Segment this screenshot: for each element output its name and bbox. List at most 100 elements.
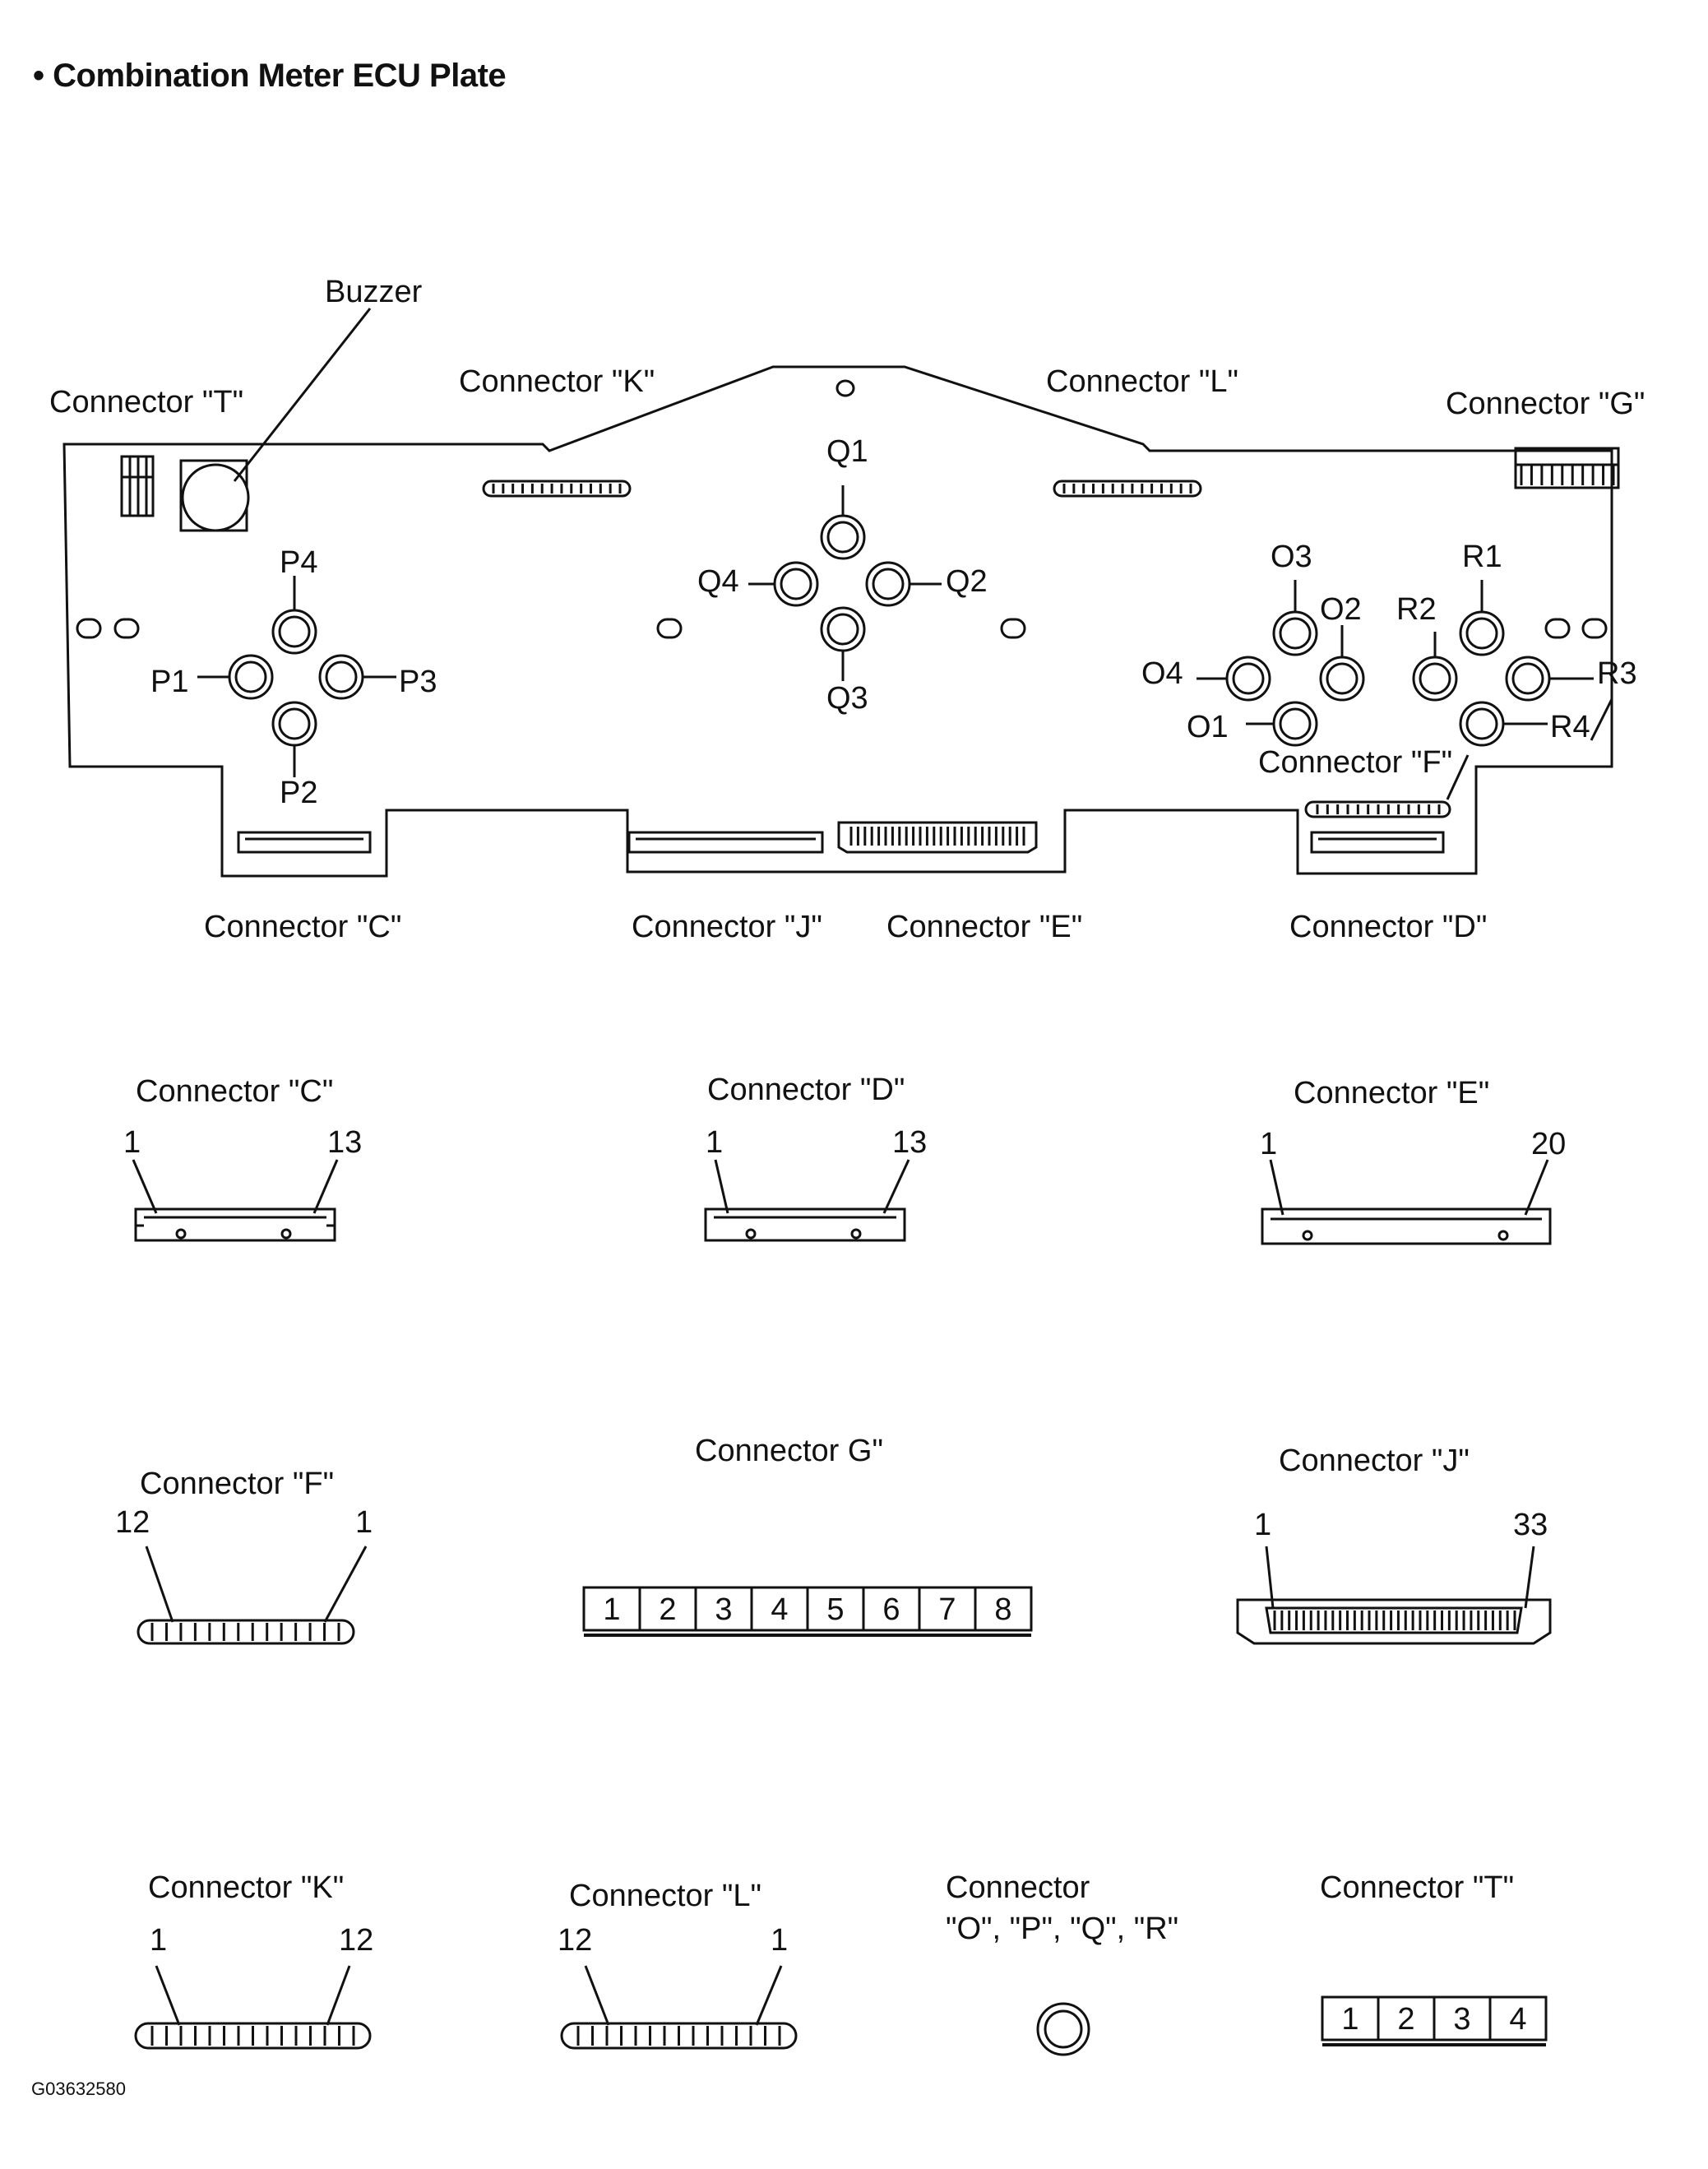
terminal-o2-inner — [1326, 662, 1359, 695]
detail-l-pin-right: 1 — [771, 1923, 789, 1958]
detail-j-pin-left: 1 — [1254, 1508, 1272, 1542]
detail-c-pin-right: 13 — [327, 1125, 363, 1160]
detail-d-pin13-leader — [882, 1159, 910, 1214]
detail-d-pin-right: 13 — [892, 1125, 928, 1160]
detail-g-cell: 5 — [826, 1592, 844, 1627]
detail-e-pin20-leader — [1524, 1159, 1549, 1216]
plate-conn-l-label: Connector "L" — [1046, 364, 1238, 399]
plate-hole — [656, 618, 683, 639]
title-bullet: • — [33, 58, 44, 94]
conn-d-body — [1310, 831, 1445, 854]
terminal-o4-inner — [1232, 662, 1265, 695]
detail-opqr-outer — [1036, 2002, 1090, 2056]
detail-g-cell: 3 — [715, 1592, 732, 1627]
terminal-p2-inner — [278, 707, 311, 740]
terminal-p4-outer — [271, 609, 317, 655]
terminal-p3-outer — [318, 654, 364, 700]
detail-e-pin-left: 1 — [1260, 1127, 1278, 1161]
detail-e-body — [1261, 1207, 1552, 1245]
detail-g-label: Connector G" — [695, 1434, 883, 1468]
terminal-o3-inner — [1279, 617, 1312, 650]
conn-g-body — [1514, 447, 1620, 489]
detail-j-pin-right: 33 — [1513, 1508, 1548, 1542]
terminal-o1-outer — [1272, 701, 1318, 747]
terminal-p1-inner — [234, 660, 267, 693]
detail-f-pin12-leader — [145, 1546, 174, 1623]
detail-t-cell: 3 — [1453, 2002, 1470, 2037]
terminal-p3-inner — [325, 660, 358, 693]
terminal-r1-inner — [1465, 617, 1498, 650]
terminal-label-p4: P4 — [280, 545, 318, 580]
terminal-r4-outer — [1459, 701, 1505, 747]
terminal-label-o3: O3 — [1271, 540, 1312, 574]
detail-t-label: Connector "T" — [1320, 1870, 1515, 1905]
title-text: Combination Meter ECU Plate — [53, 58, 507, 94]
plate-conn-e-label: Connector "E" — [886, 910, 1083, 944]
detail-d-pin1-leader — [714, 1159, 729, 1214]
plate-hole — [1000, 618, 1026, 639]
conn-c-body — [237, 831, 372, 854]
terminal-p1-outer — [228, 654, 274, 700]
terminal-o3-outer — [1272, 610, 1318, 656]
plate-conn-c-label: Connector "C" — [204, 910, 402, 944]
plate-hole — [113, 618, 140, 639]
terminal-label-p3: P3 — [399, 665, 437, 699]
terminal-label-q2: Q2 — [946, 564, 988, 599]
terminal-label-q4: Q4 — [697, 564, 739, 599]
terminal-label-p2: P2 — [280, 776, 318, 810]
detail-k-pin-right: 12 — [339, 1923, 374, 1958]
detail-g-cell: 6 — [882, 1592, 900, 1627]
detail-f-body — [137, 1619, 355, 1645]
plate-hole — [76, 618, 102, 639]
plate-conn-t-label: Connector "T" — [49, 385, 244, 419]
terminal-r2-outer — [1412, 656, 1458, 702]
detail-l-label: Connector "L" — [569, 1879, 761, 1913]
detail-j-label: Connector "J" — [1279, 1444, 1470, 1478]
terminal-label-o4: O4 — [1141, 656, 1183, 691]
terminal-q1-inner — [826, 521, 859, 554]
terminal-label-o2: O2 — [1320, 592, 1362, 627]
plate-conn-d-label: Connector "D" — [1289, 910, 1488, 944]
terminal-q1-outer — [820, 514, 866, 560]
detail-g-cell: 7 — [938, 1592, 956, 1627]
detail-t-cell: 4 — [1509, 2002, 1526, 2037]
detail-g-cell: 2 — [659, 1592, 676, 1627]
plate-conn-j-label: Connector "J" — [632, 910, 822, 944]
plate-hole — [1581, 618, 1608, 639]
detail-opqr-label-line1: Connector — [946, 1870, 1090, 1905]
detail-g-cell: 4 — [771, 1592, 788, 1627]
detail-g-cell: 1 — [603, 1592, 620, 1627]
plate-hole — [1544, 618, 1571, 639]
terminal-label-r3: R3 — [1597, 656, 1637, 691]
terminal-q4-inner — [780, 568, 812, 600]
terminal-o1-inner — [1279, 707, 1312, 740]
detail-l-pin-left: 12 — [558, 1923, 593, 1958]
conn-j-body — [627, 831, 824, 854]
detail-e-label: Connector "E" — [1294, 1076, 1490, 1110]
detail-c-pin1-leader — [132, 1159, 158, 1214]
buzzer-label: Buzzer — [325, 275, 423, 309]
terminal-q2-outer — [865, 561, 911, 607]
terminal-q3-inner — [826, 613, 859, 646]
terminal-o4-outer — [1225, 656, 1271, 702]
conn-k-body — [482, 480, 632, 498]
detail-c-pin13-leader — [312, 1159, 339, 1214]
plate-outline — [62, 365, 1613, 878]
plate-hole — [835, 379, 855, 397]
detail-e-pin1-leader — [1269, 1159, 1284, 1216]
terminal-label-o1: O1 — [1187, 710, 1229, 744]
terminal-r2-inner — [1419, 662, 1451, 695]
terminal-label-r1: R1 — [1462, 540, 1502, 574]
detail-l-body — [560, 2022, 798, 2050]
conn-l-body — [1053, 480, 1202, 498]
detail-d-pin-left: 1 — [706, 1125, 724, 1160]
detail-l-pin1-leader — [755, 1965, 783, 2026]
terminal-label-r4: R4 — [1550, 710, 1590, 744]
detail-f-pin-right: 1 — [355, 1505, 373, 1540]
buzzer-disc — [181, 463, 250, 532]
detail-k-pin-left: 1 — [150, 1923, 168, 1958]
terminal-label-p1: P1 — [150, 665, 189, 699]
terminal-o2-outer — [1319, 656, 1365, 702]
conn-f-body — [1304, 800, 1451, 818]
